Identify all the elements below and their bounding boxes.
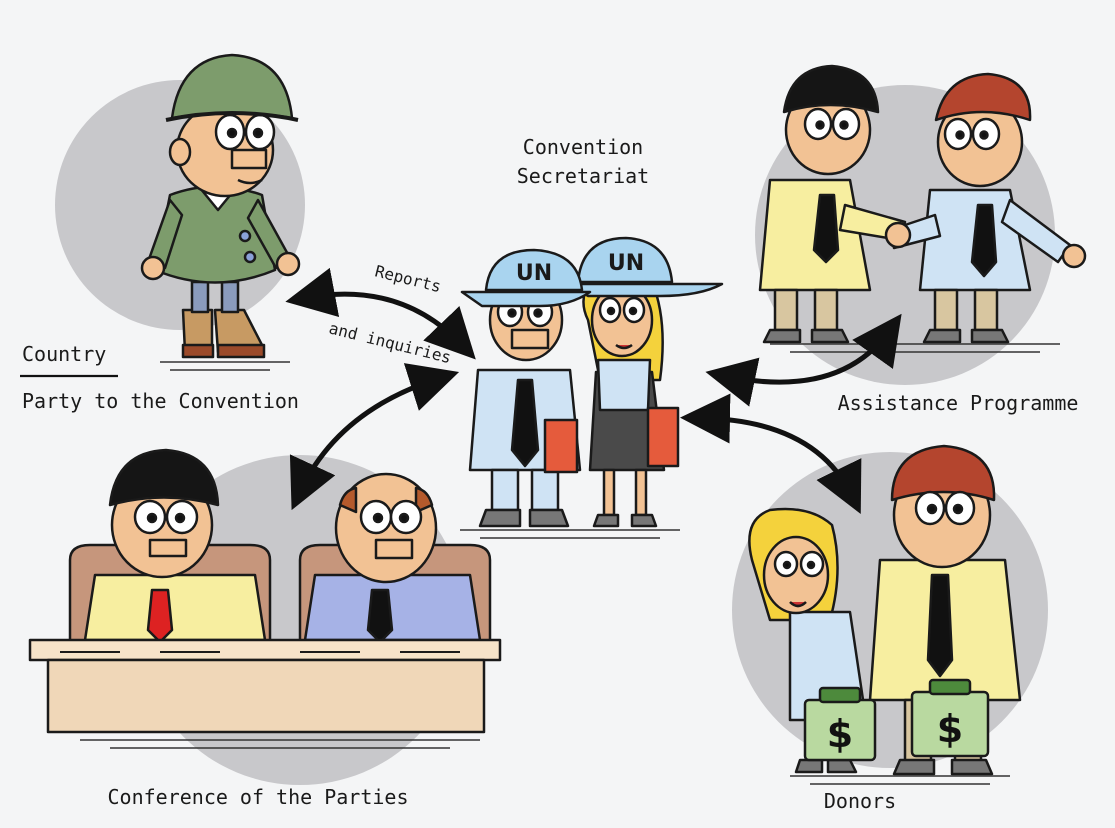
ground-lines: [80, 343, 1060, 785]
label-secretariat-2: Secretariat: [517, 164, 649, 188]
secretariat-figures: UN UN: [460, 236, 724, 528]
soldier-figure: [140, 53, 301, 359]
donors-figures: $ $: [748, 444, 1022, 776]
bag-right-symbol: $: [937, 707, 963, 751]
label-assistance: Assistance Programme: [838, 391, 1079, 415]
label-country: Country: [22, 342, 106, 366]
label-party: Party to the Convention: [22, 389, 299, 413]
label-secretariat-1: Convention: [523, 135, 643, 159]
label-inquiries: and inquiries: [327, 318, 453, 367]
label-conference: Conference of the Parties: [107, 785, 408, 809]
arrow-donors-secretariat: [680, 393, 862, 514]
hat-right-text: UN: [608, 251, 644, 276]
arrow-assistance-secretariat: [705, 313, 902, 407]
arrow-country-secretariat: [285, 267, 476, 360]
bag-left-symbol: $: [827, 712, 853, 756]
hat-left-text: UN: [516, 261, 552, 286]
handshake-figures: [758, 64, 1087, 344]
label-donors: Donors: [824, 789, 896, 813]
label-reports: Reports: [373, 261, 443, 296]
arrow-conference-secretariat: [289, 363, 460, 511]
connector-arrows: [285, 267, 902, 514]
conference-figures: [28, 448, 502, 734]
